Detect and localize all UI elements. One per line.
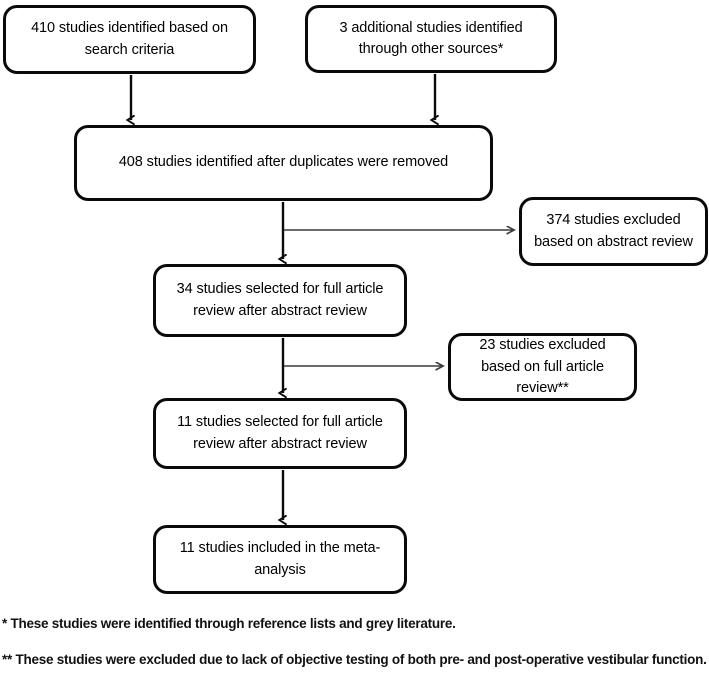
- footnote-single-asterisk: * These studies were identified through …: [2, 616, 456, 631]
- node-selected-11-label: 11 studies selected for full article rev…: [177, 414, 383, 452]
- node-after-duplicates: 408 studies identified after duplicates …: [74, 125, 493, 201]
- node-selected-34: 34 studies selected for full article rev…: [153, 264, 407, 337]
- footnotes: * These studies were identified through …: [2, 614, 707, 669]
- node-identified-search: 410 studies identified based on search c…: [3, 5, 256, 74]
- node-selected-34-label: 34 studies selected for full article rev…: [176, 281, 384, 319]
- node-excluded-abstract-label: 374 studies excluded based on abstract r…: [534, 212, 693, 250]
- node-excluded-full: 23 studies excluded based on full articl…: [448, 333, 637, 401]
- node-identified-other-label: 3 additional studies identified through …: [339, 19, 523, 57]
- node-after-duplicates-label: 408 studies identified after duplicates …: [118, 154, 449, 171]
- node-excluded-abstract: 374 studies excluded based on abstract r…: [519, 197, 708, 266]
- node-included-11: 11 studies included in the meta-analysis: [153, 525, 407, 594]
- footnote-double-asterisk: ** These studies were excluded due to la…: [2, 651, 707, 667]
- node-excluded-full-label: 23 studies excluded based on full articl…: [479, 337, 606, 396]
- node-identified-search-label: 410 studies identified based on search c…: [31, 20, 228, 58]
- node-identified-other: 3 additional studies identified through …: [305, 5, 557, 73]
- node-included-11-label: 11 studies included in the meta-analysis: [179, 540, 381, 578]
- node-selected-11: 11 studies selected for full article rev…: [153, 398, 407, 469]
